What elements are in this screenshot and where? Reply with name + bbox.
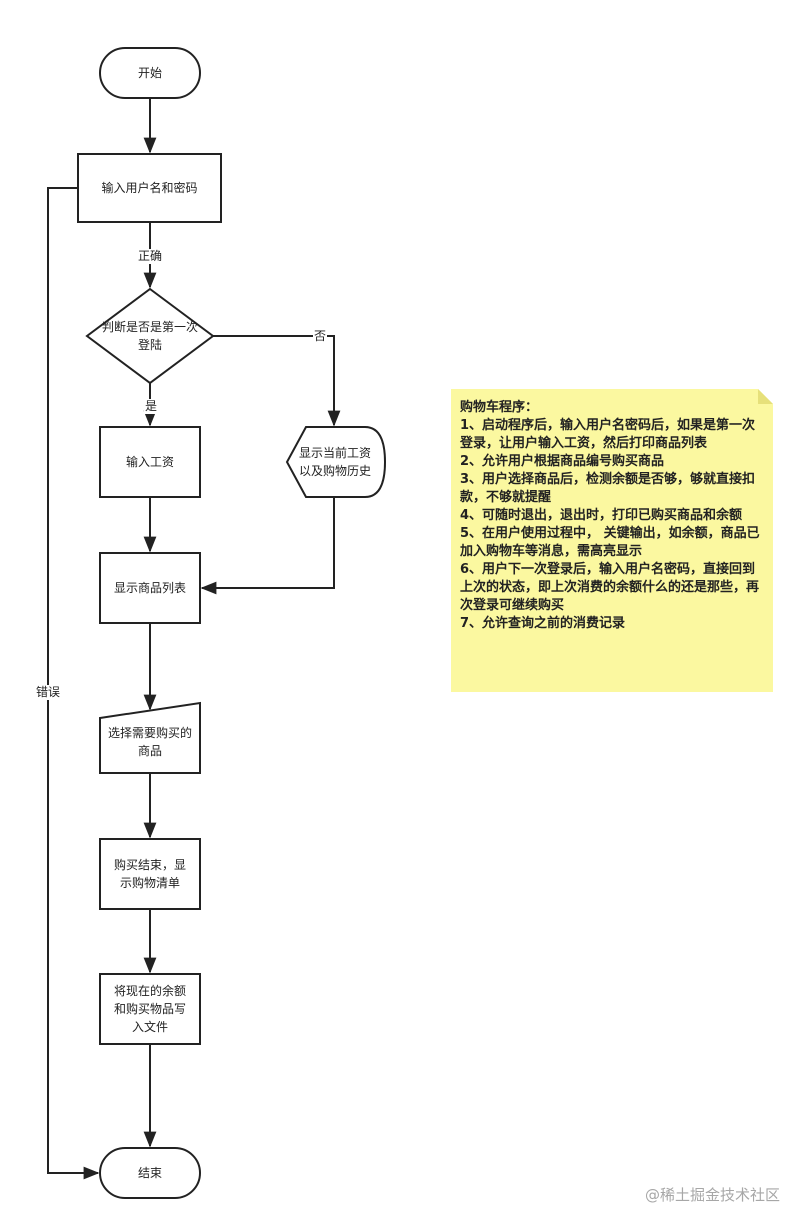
note-line-5: 5、在用户使用过程中， 关键输出，如余额，商品已加入购物车等消息，需高亮显示: [460, 526, 760, 559]
requirements-sticky-note: [451, 389, 773, 692]
login-process-shape: [77, 153, 222, 223]
edge-history-to-products: [200, 497, 335, 595]
write-file-label: 将现在的余额 和购买物品写 入文件: [113, 984, 186, 1034]
edge-label-no: 否: [313, 329, 328, 344]
purchase-done-process-shape: [99, 838, 201, 910]
note-line-3: 3、用户选择商品后，检测余额是否够，够就直接扣款，不够就提醒: [460, 472, 756, 505]
first-login-decision-label: 判断是否是第一次 登陆: [101, 320, 198, 352]
show-history-display-shape: [285, 426, 387, 498]
edge-login-error-to-end: [47, 187, 100, 1180]
note-title: 购物车程序：: [460, 400, 539, 415]
show-history-label: 显示当前工资 以及购物历史: [298, 446, 371, 478]
watermark-text: @稀土掘金技术社区: [644, 1186, 780, 1204]
login-label: 输入用户名和密码: [101, 181, 198, 195]
purchase-done-label: 购买结束，显 示购物清单: [113, 858, 186, 890]
show-products-process-shape: [99, 552, 201, 624]
start-label: 开始: [137, 66, 162, 80]
end-terminal-shape: [99, 1147, 201, 1199]
edge-label-error: 错误: [35, 685, 62, 700]
edge-label-correct: 正确: [137, 249, 164, 264]
show-products-label: 显示商品列表: [113, 581, 186, 595]
note-line-7: 7、允许查询之前的消费记录: [460, 616, 626, 631]
note-line-6: 6、用户下一次登录后，输入用户名密码，直接回到上次的状态，即上次消费的余额什么的…: [460, 562, 760, 613]
input-salary-process-shape: [99, 426, 201, 498]
select-products-input-shape: [99, 701, 201, 774]
note-line-4: 4、可随时退出，退出时，打印已购买商品和余额: [460, 508, 743, 523]
note-line-1: 1、启动程序后，输入用户名密码后，如果是第一次登录，让用户输入工资，然后打印商品…: [460, 418, 756, 451]
requirements-note-text: 购物车程序： 1、启动程序后，输入用户名密码后，如果是第一次登录，让用户输入工资…: [460, 399, 766, 633]
write-file-process-shape: [99, 973, 201, 1045]
note-line-2: 2、允许用户根据商品编号购买商品: [460, 454, 665, 469]
edge-label-yes: 是: [144, 399, 159, 414]
edge-decision-to-history: [213, 335, 341, 427]
input-salary-label: 输入工资: [125, 455, 174, 469]
select-products-label: 选择需要购买的 商品: [107, 726, 192, 758]
end-label: 结束: [137, 1166, 162, 1180]
